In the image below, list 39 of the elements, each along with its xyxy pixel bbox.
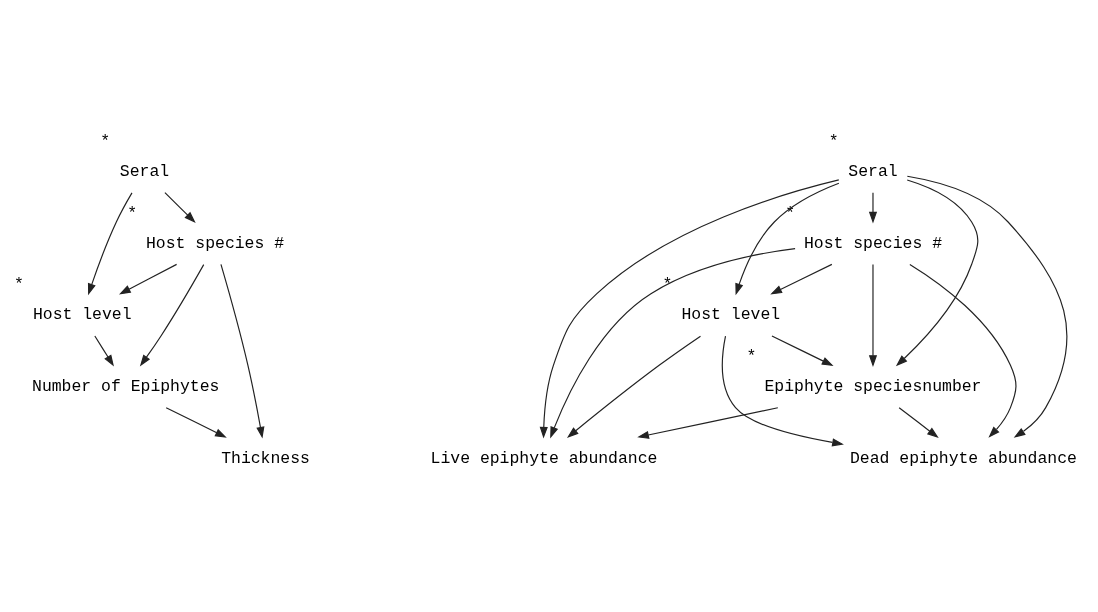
arrow <box>165 407 227 438</box>
arrow <box>770 263 833 295</box>
node-text: Thickness <box>221 448 310 468</box>
arrow <box>895 179 979 367</box>
arrow <box>637 407 779 439</box>
node-label: * <box>127 203 138 223</box>
node-label: * <box>100 131 111 151</box>
arrow <box>94 335 114 367</box>
node-text: Number of Epiphytes <box>32 376 220 396</box>
arrow <box>909 263 1017 438</box>
arrow <box>566 335 702 438</box>
arrow <box>721 335 844 447</box>
arrow <box>87 192 133 296</box>
node-label: * <box>662 275 673 295</box>
arrow <box>119 263 178 295</box>
arrow <box>164 192 196 223</box>
arrow <box>906 175 1068 438</box>
node-text: Host level <box>681 305 781 325</box>
node-text: Seral <box>848 161 898 181</box>
arrow <box>539 179 840 439</box>
arrow <box>771 335 834 367</box>
node-text: Dead epiphyte abundance <box>850 448 1077 468</box>
node-text: Live epiphyte abundance <box>430 448 658 468</box>
arrow <box>735 182 840 296</box>
arrow <box>139 264 205 367</box>
node-label: * <box>785 203 796 223</box>
node-text: Host level <box>32 305 132 325</box>
node-label: * <box>13 275 24 295</box>
arrow <box>220 263 265 439</box>
arrow <box>898 407 939 439</box>
node-label: * <box>746 346 757 366</box>
node-text: Host species # <box>803 233 943 253</box>
arrow <box>868 263 878 367</box>
arrow <box>868 192 878 224</box>
node-text: Epiphyte speciesnumber <box>764 376 982 396</box>
node-text: Seral <box>119 161 170 181</box>
node-label: * <box>828 131 839 151</box>
arrow <box>550 248 796 439</box>
node-text: Host species # <box>145 233 285 253</box>
